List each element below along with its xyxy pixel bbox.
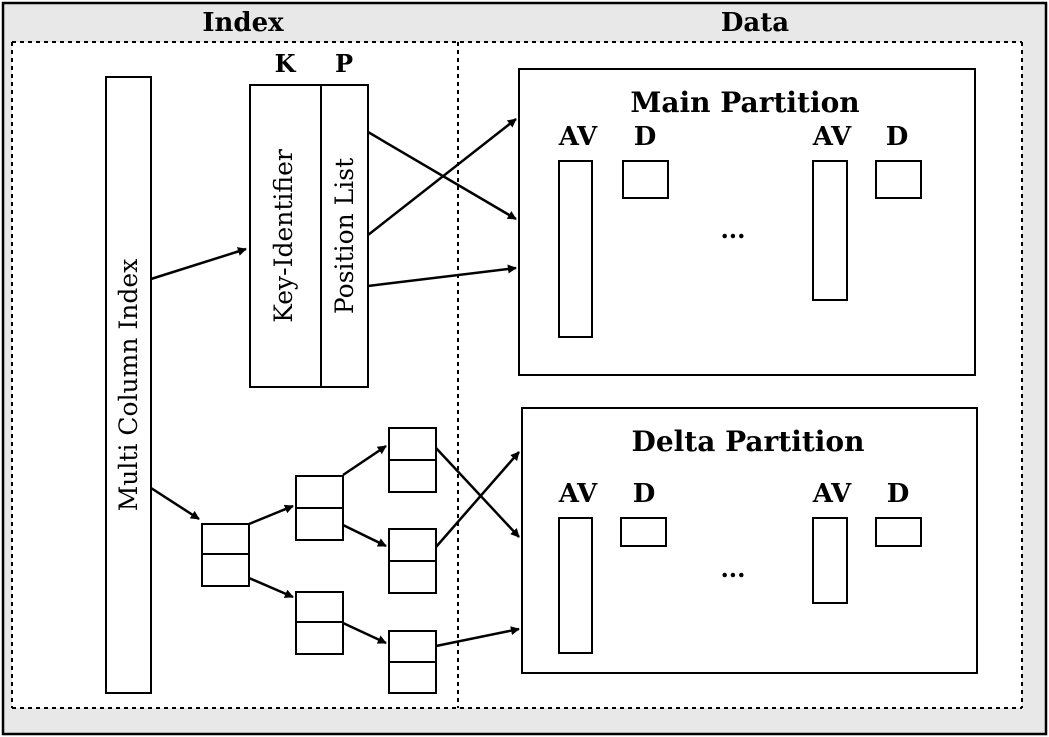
position-list-column: [320, 84, 369, 388]
delta-ellipsis: ...: [720, 554, 745, 583]
delta-attribute-vector-1: [558, 517, 593, 654]
arrow-root-to-mid-upper: [248, 504, 294, 526]
data-section-title: Data: [721, 8, 789, 38]
tree-leaf-3-node-bottom: [388, 661, 437, 694]
main-dictionary-2: [875, 160, 922, 199]
tree-leaf-3-node-top: [388, 630, 437, 663]
tree-mid-upper-node-bottom: [295, 507, 344, 541]
tree-leaf-1-node-top: [388, 427, 437, 461]
arrow-leaf-1-to-delta: [435, 447, 520, 538]
arrow-position-to-main-middle: [367, 264, 517, 288]
index-section-title: Index: [202, 8, 284, 38]
main-partition-box: [518, 68, 976, 376]
main-d-label-2: D: [886, 122, 909, 152]
delta-d-label-1: D: [633, 479, 656, 509]
arrow-index-to-key: [150, 247, 247, 281]
arrow-root-to-mid-lower: [248, 576, 294, 599]
arrow-leaf-2-to-delta: [435, 451, 520, 548]
main-d-label-1: D: [634, 122, 657, 152]
key-identifier-label: Key-Identifier: [269, 149, 298, 323]
tree-mid-lower-node-top: [295, 591, 344, 623]
connector-arrows: [150, 118, 520, 648]
arrow-index-to-tree-root: [150, 486, 200, 521]
position-list-label: Position List: [330, 158, 359, 314]
main-ellipsis: ...: [720, 215, 745, 244]
arrow-mid-lower-to-leaf-3: [342, 621, 387, 645]
delta-dictionary-2: [875, 517, 922, 547]
main-attribute-vector-2: [812, 160, 848, 301]
delta-av-label-1: AV: [558, 479, 598, 509]
arrow-leaf-3-to-delta: [435, 626, 520, 648]
arrow-mid-upper-to-leaf-2: [342, 523, 387, 548]
delta-attribute-vector-2: [812, 517, 848, 604]
main-dictionary-1: [622, 160, 669, 199]
main-partition-title: Main Partition: [630, 86, 859, 119]
position-column-header: P: [335, 49, 353, 78]
delta-partition-title: Delta Partition: [632, 425, 865, 458]
key-column-header: K: [275, 49, 297, 78]
arrow-position-to-main-upper: [367, 118, 517, 236]
tree-leaf-2-node-bottom: [388, 560, 437, 594]
tree-mid-lower-node-bottom: [295, 621, 344, 655]
tree-root-node-bottom: [201, 553, 250, 587]
delta-dictionary-1: [620, 517, 667, 547]
delta-d-label-2: D: [887, 479, 910, 509]
tree-leaf-2-node-top: [388, 528, 437, 562]
tree-mid-upper-node-top: [295, 475, 344, 509]
tree-root-node-top: [201, 523, 250, 555]
multi-column-index-box: [105, 76, 152, 694]
tree-leaf-1-node-bottom: [388, 459, 437, 493]
main-attribute-vector-1: [558, 160, 593, 338]
delta-av-label-2: AV: [812, 479, 852, 509]
multi-column-index-label: Multi Column Index: [114, 259, 143, 512]
main-av-label-2: AV: [812, 122, 852, 152]
main-av-label-1: AV: [558, 122, 598, 152]
arrow-mid-upper-to-leaf-1: [342, 444, 387, 477]
